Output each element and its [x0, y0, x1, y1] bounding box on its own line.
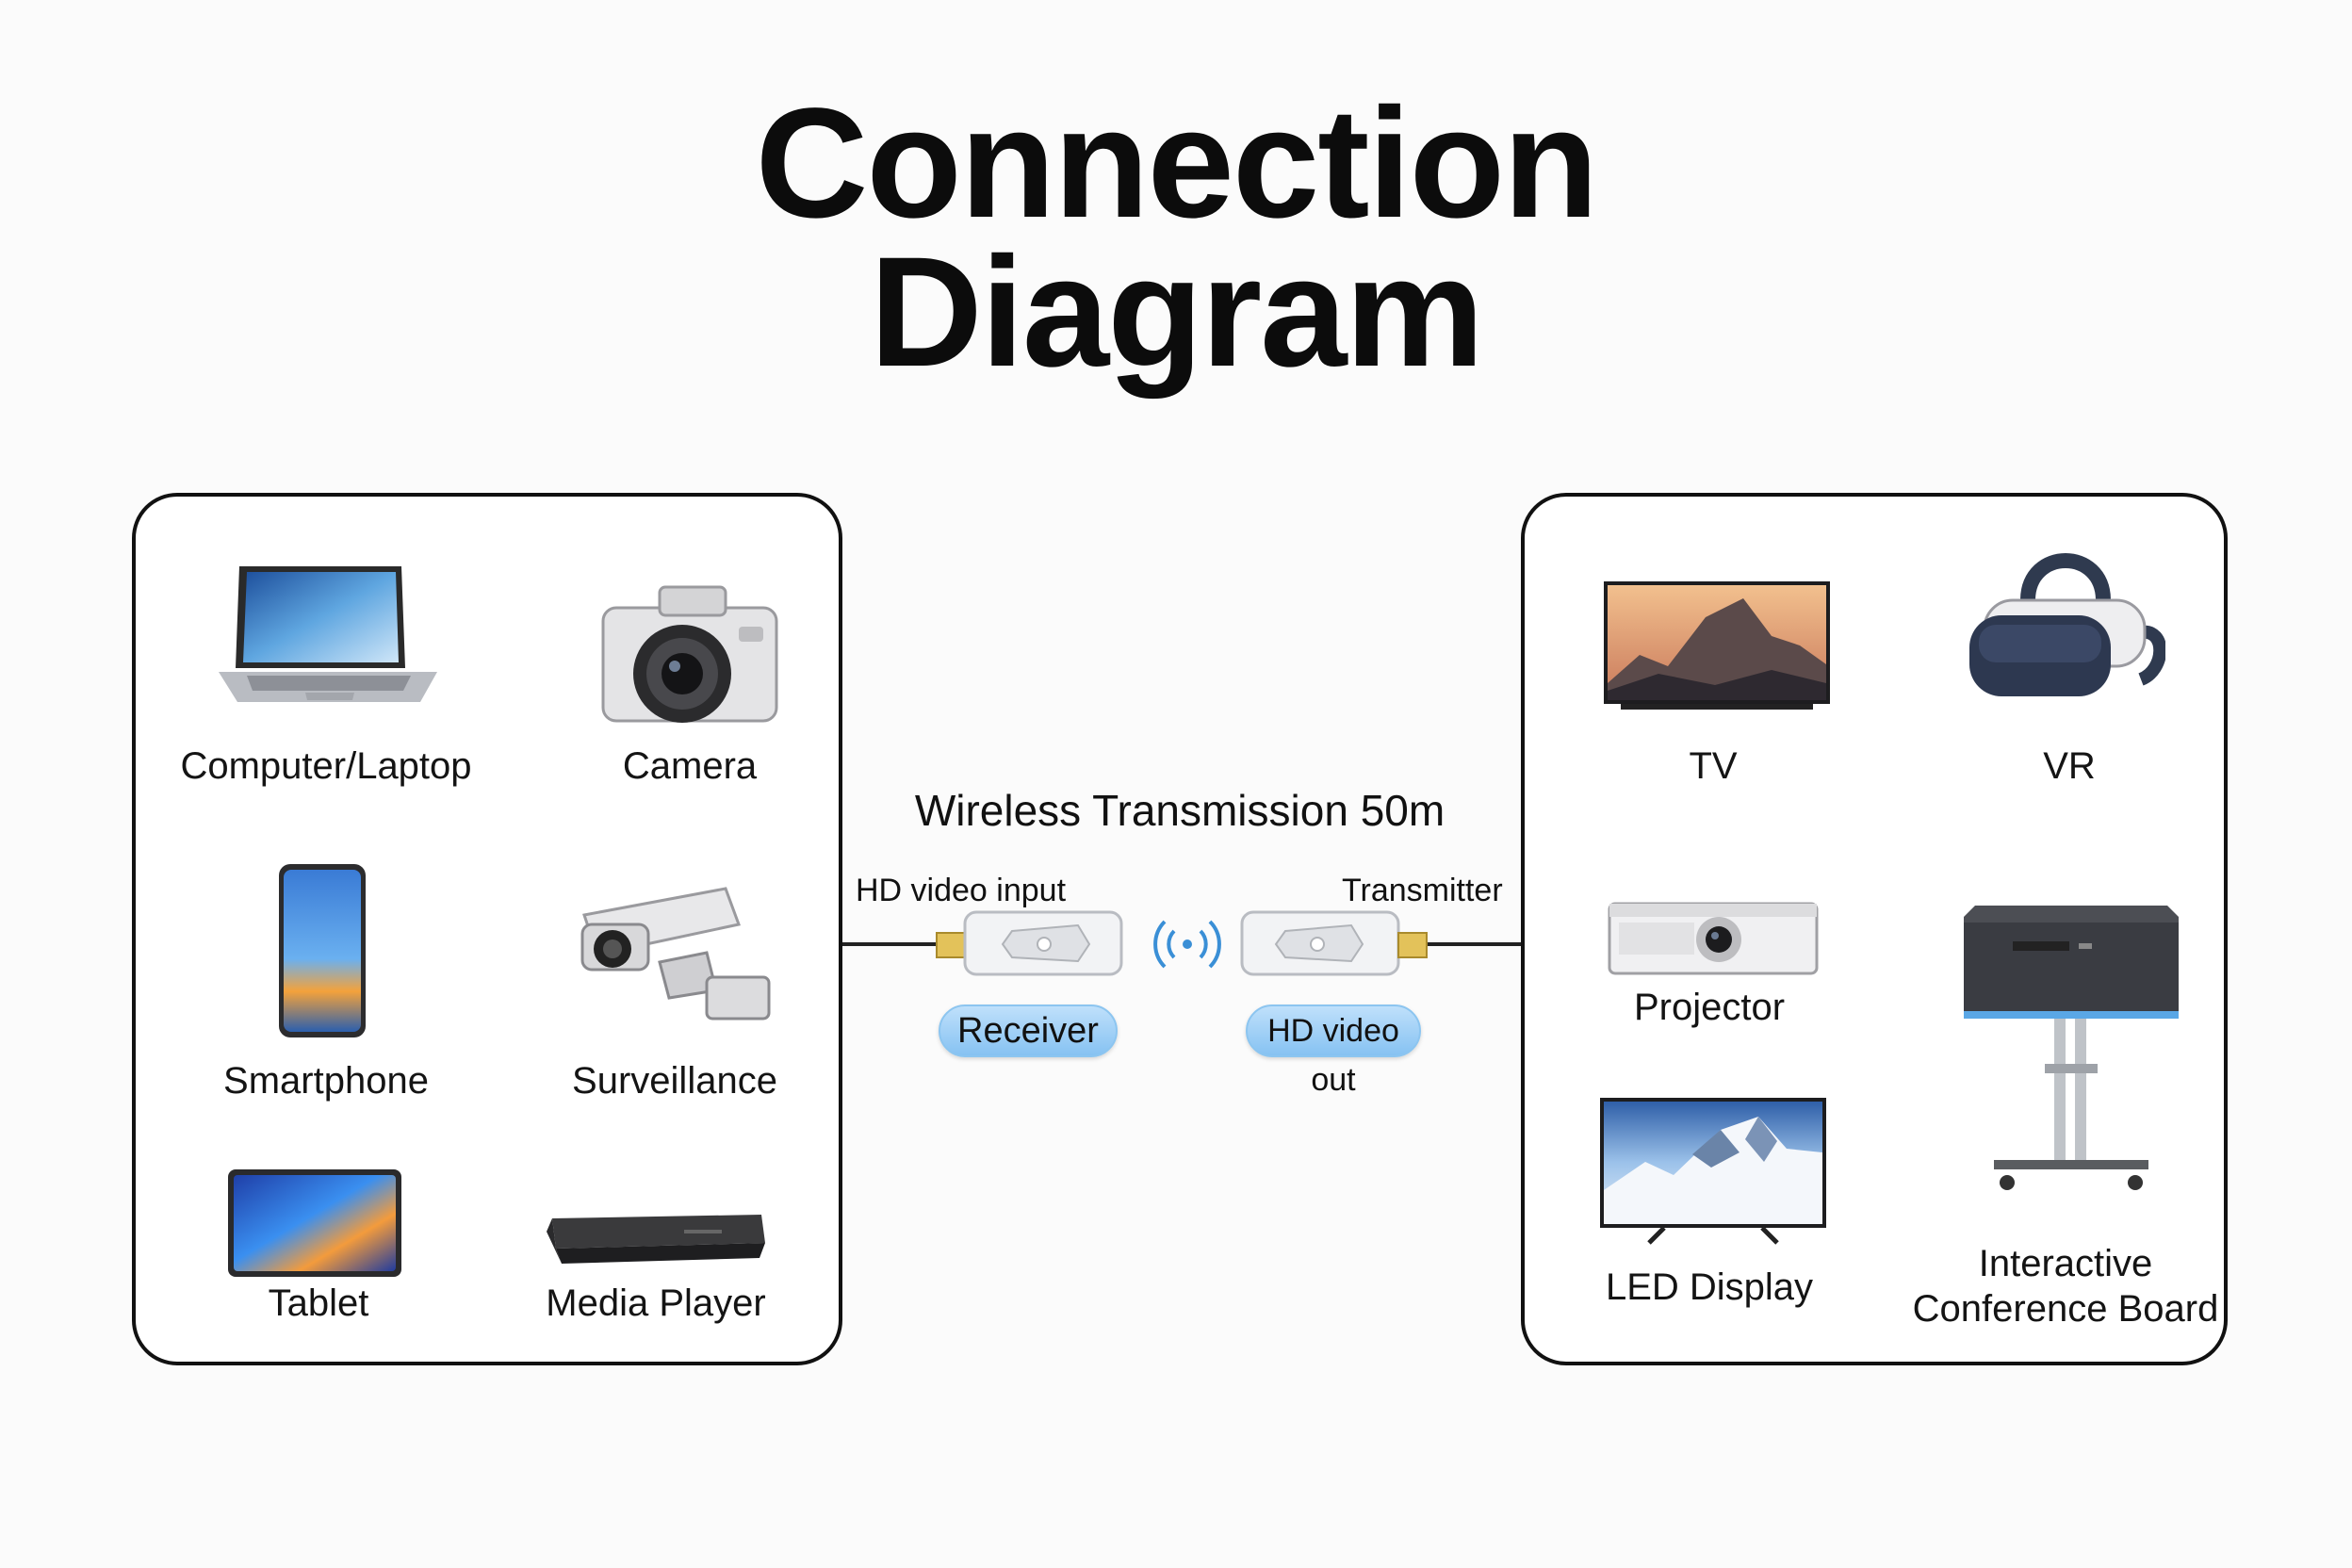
camera-icon — [596, 580, 784, 730]
source-label-tablet: Tablet — [268, 1282, 369, 1324]
source-label-camera: Camera — [622, 745, 758, 787]
diagram-title: Connection Diagram — [0, 76, 2352, 400]
source-label-laptop: Computer/Laptop — [180, 745, 472, 787]
media-player-icon — [543, 1205, 769, 1267]
hd-video-input-caption: HD video input — [856, 873, 1067, 908]
transmitter-caption: Transmitter — [1342, 873, 1503, 908]
display-label-vr: VR — [2043, 745, 2096, 787]
conference-board-icon — [1956, 900, 2186, 1207]
display-label-conference-board-line2: Conference Board — [1912, 1288, 2219, 1330]
display-label-led-display: LED Display — [1605, 1266, 1814, 1308]
source-devices-panel: Computer/Laptop Camera Smartphone — [132, 493, 842, 1365]
source-label-smartphone: Smartphone — [223, 1060, 429, 1102]
source-label-surveillance: Surveillance — [572, 1060, 777, 1102]
projector-icon — [1606, 894, 1821, 981]
surveillance-camera-icon — [565, 887, 782, 1037]
receiver-badge: Receiver — [939, 1004, 1118, 1057]
title-line-1: Connection — [755, 76, 1599, 251]
title-line-2: Diagram — [869, 225, 1484, 400]
link-diagram — [842, 905, 1521, 980]
display-label-tv: TV — [1689, 745, 1738, 787]
source-label-media-player: Media Player — [546, 1282, 766, 1324]
led-display-icon — [1598, 1096, 1828, 1247]
display-devices-panel: TV VR Projector — [1521, 493, 2228, 1365]
display-label-conference-board: Interactive Conference Board — [1913, 1241, 2219, 1331]
smartphone-icon — [275, 862, 369, 1039]
hd-video-out-badge: HD video out — [1246, 1004, 1421, 1098]
laptop-icon — [219, 559, 445, 719]
wireless-transmission-title: Wireless Transmission 50m — [914, 786, 1446, 835]
display-label-conference-board-line1: Interactive — [1978, 1243, 2153, 1284]
vr-headset-icon — [1962, 538, 2165, 717]
display-label-projector: Projector — [1633, 987, 1786, 1028]
tv-icon — [1602, 580, 1832, 719]
tablet-icon — [226, 1168, 403, 1279]
